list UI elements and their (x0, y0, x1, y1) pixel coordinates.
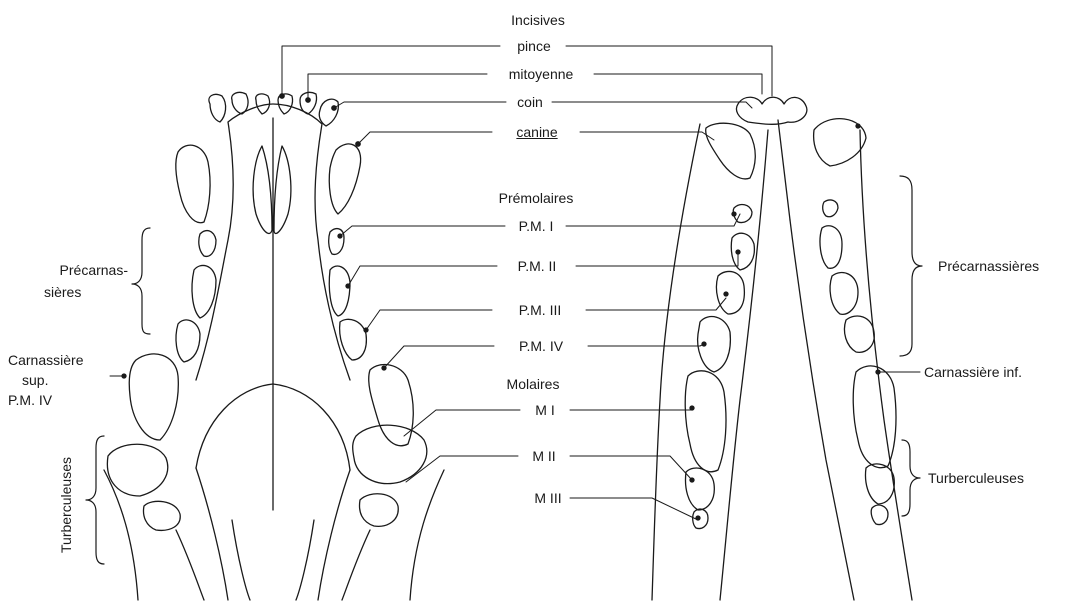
label-m3: M III (534, 490, 561, 506)
label-pm2: P.M. II (518, 258, 557, 274)
m3-lower-right (871, 505, 888, 524)
mandible-right-inner (790, 220, 854, 600)
canine-lower-left (706, 123, 756, 179)
label-coin: coin (517, 94, 543, 110)
label-tuberculeuses-left: Turberculeuses (58, 457, 74, 553)
pm2-upper-right (329, 266, 350, 316)
upper-jaw-drawing (104, 92, 444, 600)
label-pm1: P.M. I (519, 218, 554, 234)
label-carnassiere-sup-2: sup. (22, 372, 48, 388)
brace-precarnassieres-right (900, 176, 922, 356)
label-m1: M I (535, 402, 554, 418)
incisive-foramen-right (274, 146, 291, 233)
pterygoid-right (296, 470, 350, 600)
mandible-right-outer (860, 130, 912, 600)
label-carnassiere-inf: Carnassière inf. (924, 364, 1022, 380)
lower-jaw-drawing (652, 97, 912, 600)
pm4-upper-left (129, 354, 178, 440)
brace-tuberculeuses-left (86, 436, 104, 564)
pterygoid-left (196, 468, 250, 600)
lower-m1-dot (690, 406, 694, 410)
m2-upper-right (360, 494, 399, 527)
m2-lower-right (866, 464, 895, 504)
m1-upper-left (107, 444, 167, 496)
pm1-lower-right (823, 200, 838, 217)
canine-upper-right (329, 144, 360, 214)
m2-upper-left (144, 501, 181, 530)
pm3-upper-right (340, 319, 367, 360)
label-mitoyenne: mitoyenne (509, 66, 574, 82)
pm3-lower-right (830, 273, 858, 315)
pm4-lower-right (844, 316, 874, 352)
pm2-upper-left (192, 265, 216, 318)
carnassiere-inf-right (853, 366, 896, 468)
pm1-upper-right (329, 229, 344, 255)
pm1-upper-left (199, 231, 216, 257)
label-incisives: Incisives (511, 12, 565, 28)
m2-lower-left (686, 468, 715, 510)
label-precarnassieres-left-2: sières (44, 284, 81, 300)
leader-m3 (570, 498, 698, 520)
mandible-left-inner (720, 130, 768, 600)
label-pm3: P.M. III (519, 302, 562, 318)
symphysis (778, 120, 790, 220)
pm3-lower-left (716, 271, 744, 314)
label-tuberculeuses-right: Turberculeuses (928, 470, 1024, 486)
m1-lower-left (685, 371, 726, 472)
pm3-upper-left (176, 320, 200, 362)
zygomatic-arch-right (342, 470, 444, 600)
mandible-left-outer (652, 124, 700, 600)
pm2-lower-left (731, 233, 754, 270)
label-canine: canine (516, 124, 557, 140)
lower-pm1-dot (732, 212, 736, 216)
braces (86, 176, 922, 564)
label-molaires: Molaires (507, 376, 560, 392)
label-precarnassieres-left-1: Précarnas- (20, 262, 128, 278)
label-premolaires: Prémolaires (499, 190, 574, 206)
incisive-foramen-left (253, 146, 272, 233)
leader-coin (334, 102, 752, 108)
canine-upper-left (176, 145, 210, 223)
label-pince: pince (517, 38, 550, 54)
pm2-lower-right (820, 226, 842, 269)
brace-tuberculeuses-right (902, 440, 920, 516)
incisor-left-3 (209, 94, 226, 122)
label-carnassiere-sup-3: P.M. IV (8, 392, 52, 408)
incisor-left-2 (232, 92, 248, 114)
label-m2: M II (532, 448, 555, 464)
incisor-right-3 (319, 99, 338, 126)
lower-canine-dot (856, 124, 860, 128)
label-precarnassieres-right: Précarnassières (938, 258, 1039, 274)
label-carnassiere-sup-1: Carnassière (8, 352, 83, 368)
brace-precarnassieres-left (132, 228, 150, 334)
label-pm4: P.M. IV (519, 338, 563, 354)
lower-incisors (736, 97, 806, 124)
lower-pm3-dot (724, 292, 728, 296)
